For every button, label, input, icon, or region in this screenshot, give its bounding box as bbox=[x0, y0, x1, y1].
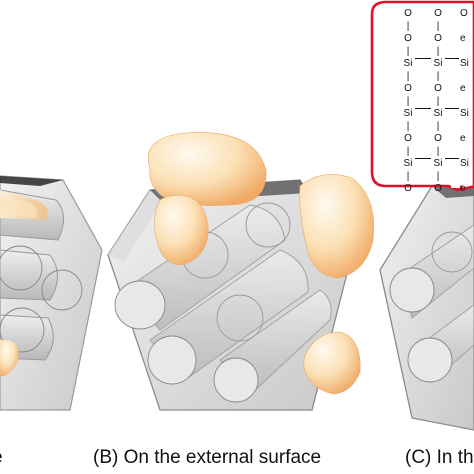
bond-vertical: | bbox=[436, 170, 440, 182]
edge-glyph: e bbox=[460, 133, 466, 144]
edge-glyph: e bbox=[460, 33, 466, 44]
panel-a-silica bbox=[0, 175, 103, 411]
bond-vertical: | bbox=[406, 170, 410, 182]
o-atom: O bbox=[404, 183, 412, 194]
bond-vertical: | bbox=[436, 95, 440, 107]
o-atom: O bbox=[404, 8, 412, 19]
bond-vertical bbox=[460, 121, 474, 134]
bond-horizontal bbox=[415, 108, 431, 109]
bond-horizontal bbox=[445, 58, 459, 59]
o-atom: O bbox=[434, 8, 442, 19]
bond-vertical bbox=[460, 21, 474, 34]
bond-vertical: | bbox=[436, 120, 440, 132]
o-atom: O bbox=[434, 133, 442, 144]
si-atom: Si bbox=[403, 158, 413, 169]
o-atom: O bbox=[404, 83, 412, 94]
panel-b-pores bbox=[114, 202, 332, 403]
bond-vertical: | bbox=[436, 20, 440, 32]
silica-structure-callout bbox=[370, 0, 474, 192]
bond-vertical: | bbox=[406, 120, 410, 132]
bond-vertical: | bbox=[406, 70, 410, 82]
edge-glyph: e bbox=[460, 83, 466, 94]
caption-panel-a: e bbox=[0, 446, 3, 470]
bond-vertical bbox=[460, 146, 474, 159]
bond-vertical: | bbox=[406, 20, 410, 32]
bond-horizontal bbox=[415, 158, 431, 159]
si-atom: Si bbox=[433, 158, 443, 169]
edge-glyph: e bbox=[460, 183, 466, 194]
o-atom: O bbox=[460, 8, 468, 19]
bond-vertical: | bbox=[436, 70, 440, 82]
silica-lattice: O | O | Si | O | Si | O | Si | O O | O |… bbox=[382, 8, 474, 194]
o-atom: O bbox=[434, 183, 442, 194]
bond-vertical: | bbox=[406, 145, 410, 157]
si-atom: Si bbox=[433, 58, 443, 69]
caption-panel-c: (C) In th bbox=[405, 447, 474, 468]
si-atom: Si bbox=[403, 108, 413, 119]
o-atom: O bbox=[434, 83, 442, 94]
si-atom: Si bbox=[460, 108, 469, 119]
bond-vertical: | bbox=[436, 45, 440, 57]
bond-vertical bbox=[460, 171, 474, 184]
caption-panel-b: (B) On the external surface bbox=[93, 447, 322, 468]
o-atom: O bbox=[434, 33, 442, 44]
si-atom: Si bbox=[460, 158, 469, 169]
bond-vertical bbox=[460, 71, 474, 84]
o-atom: O bbox=[404, 133, 412, 144]
si-atom: Si bbox=[433, 108, 443, 119]
o-atom: O bbox=[404, 33, 412, 44]
si-atom: Si bbox=[403, 58, 413, 69]
bond-horizontal bbox=[445, 108, 459, 109]
bond-vertical: | bbox=[406, 95, 410, 107]
bond-vertical: | bbox=[436, 145, 440, 157]
bond-vertical bbox=[460, 46, 474, 59]
bond-horizontal bbox=[415, 58, 431, 59]
panel-b-particles bbox=[147, 132, 375, 395]
bond-horizontal bbox=[445, 158, 459, 159]
panel-c-silica bbox=[379, 183, 474, 431]
panel-a-particles bbox=[0, 190, 48, 377]
panel-b-silica bbox=[107, 132, 375, 411]
bond-vertical bbox=[460, 96, 474, 109]
panel-c-pores bbox=[389, 224, 474, 383]
si-atom: Si bbox=[460, 58, 469, 69]
bond-vertical: | bbox=[406, 45, 410, 57]
